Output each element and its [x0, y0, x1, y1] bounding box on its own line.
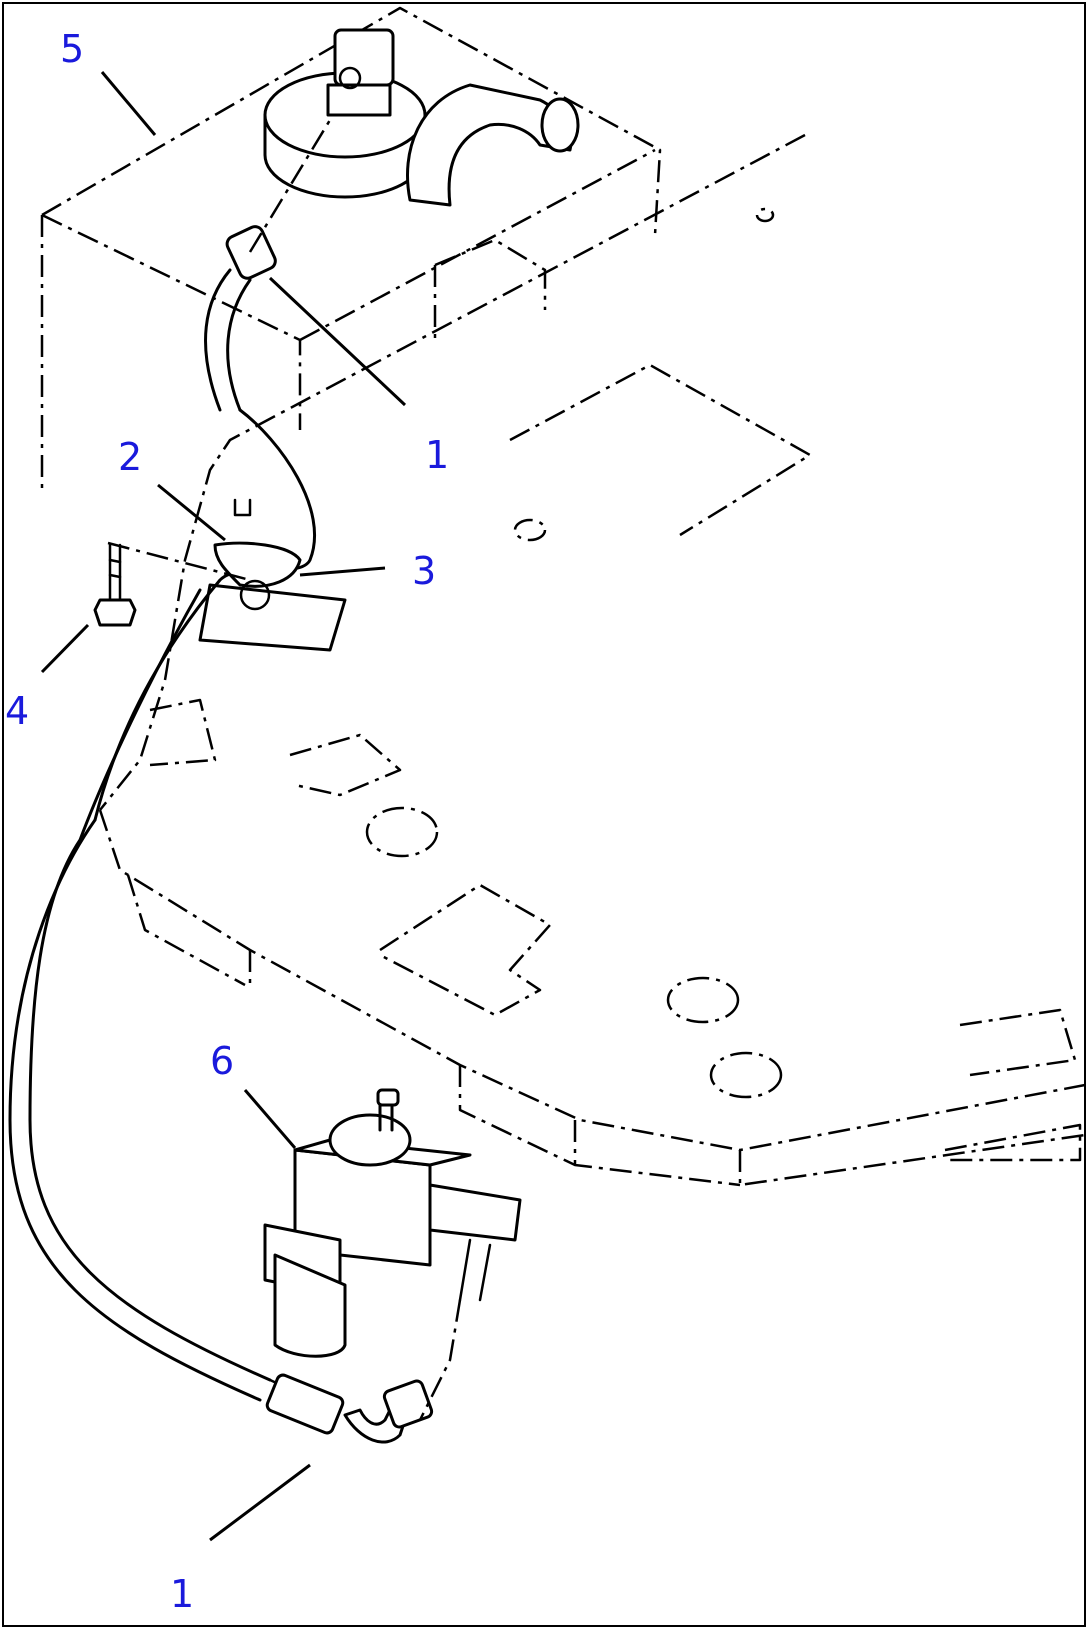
- callout-2: 2: [118, 435, 143, 479]
- clamp: [198, 498, 347, 652]
- callout-1-lower: 1: [170, 1572, 195, 1616]
- hose: [8, 408, 434, 1444]
- callout-1-upper: 1: [425, 433, 450, 477]
- hose-upper-fitting: [204, 225, 277, 412]
- callout-5: 5: [60, 27, 85, 71]
- pump: [263, 1088, 522, 1421]
- frame-outline: [98, 133, 1086, 1187]
- tank-outline: [40, 6, 662, 490]
- callout-3: 3: [412, 549, 437, 593]
- tank-cap: [263, 28, 427, 199]
- callout-4: 4: [5, 689, 30, 733]
- leader-lines: [40, 71, 407, 1542]
- breather-hose: [406, 83, 580, 207]
- bolt: [93, 541, 251, 627]
- callout-6: 6: [210, 1039, 235, 1083]
